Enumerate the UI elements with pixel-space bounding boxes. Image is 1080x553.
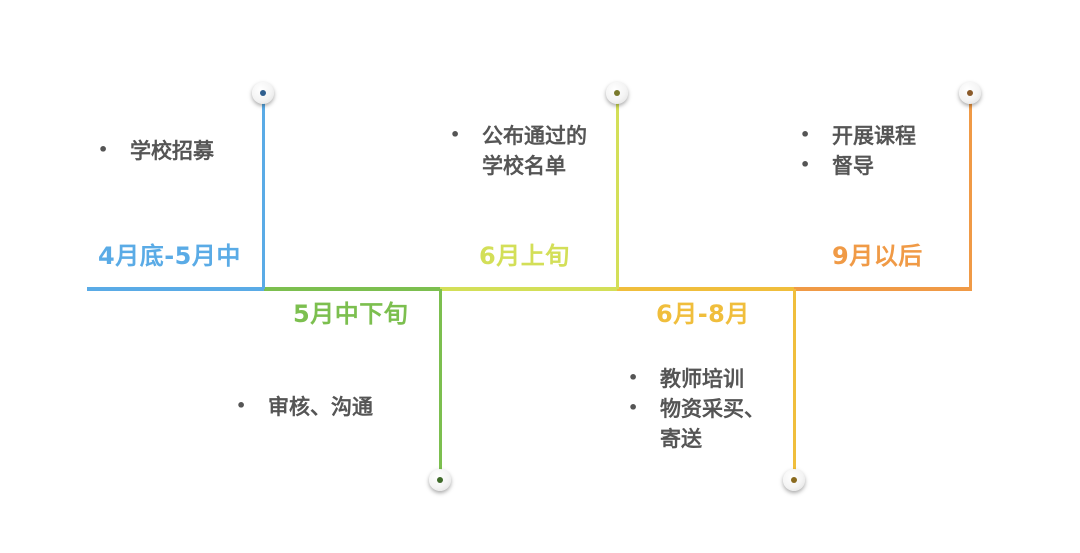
task-item: 审核、沟通 [234, 391, 373, 422]
axis-segment-5 [794, 287, 972, 291]
connector-line-4 [793, 289, 796, 477]
stage-2-tasks: 审核、沟通 [234, 391, 373, 422]
task-item: 教师培训 [626, 363, 765, 394]
stage-3-tasks: 公布通过的 学校名单 [448, 120, 587, 181]
connector-line-3 [616, 100, 619, 289]
connector-line-5 [969, 100, 972, 289]
axis-segment-4 [617, 287, 795, 291]
period-label-5: 9月以后 [832, 242, 923, 270]
marker-dot-4 [783, 469, 805, 491]
task-item: 开展课程 [798, 120, 916, 151]
axis-segment-3 [440, 287, 618, 291]
axis-segment-2 [264, 287, 441, 291]
marker-dot-1 [252, 82, 274, 104]
task-item: 学校招募 [96, 135, 214, 166]
task-item: 物资采买、 寄送 [626, 393, 765, 454]
connector-line-2 [439, 289, 442, 477]
connector-line-1 [262, 100, 265, 289]
marker-dot-2 [429, 469, 451, 491]
marker-dot-5 [959, 82, 981, 104]
stage-4-tasks: 教师培训 物资采买、 寄送 [626, 363, 765, 454]
period-label-4: 6月-8月 [656, 300, 750, 328]
task-item: 督导 [798, 150, 916, 181]
period-label-3: 6月上旬 [479, 242, 570, 270]
axis-segment-1 [87, 287, 265, 291]
task-item: 公布通过的 学校名单 [448, 120, 587, 181]
period-label-2: 5月中下旬 [293, 300, 409, 328]
period-label-1: 4月底-5月中 [98, 242, 241, 270]
marker-dot-3 [606, 82, 628, 104]
stage-1-tasks: 学校招募 [96, 135, 214, 166]
stage-5-tasks: 开展课程 督导 [798, 120, 916, 181]
